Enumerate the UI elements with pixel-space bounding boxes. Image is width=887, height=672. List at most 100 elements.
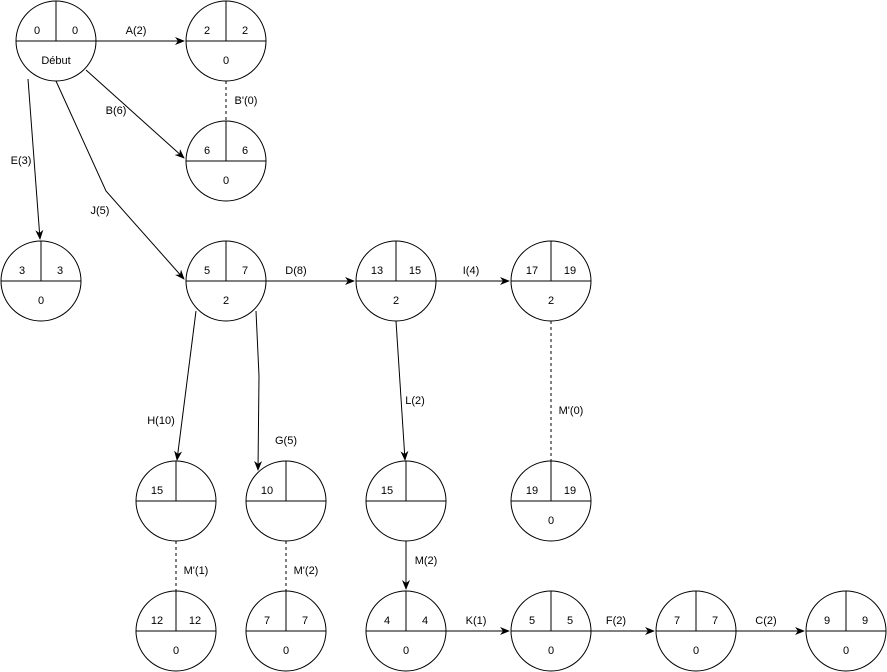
node-slack: 0 [223, 55, 229, 67]
node-early-date: 7 [264, 615, 270, 627]
node-early-date: 12 [151, 615, 163, 627]
node-b: 6 6 0 [185, 120, 267, 202]
node-early-date: 3 [19, 265, 25, 277]
node-early-date: 15 [381, 485, 393, 497]
node-d: 13 15 2 [355, 240, 437, 322]
edge-label: G(5) [275, 435, 297, 447]
node-i: 17 19 2 [510, 240, 592, 322]
edge-mp1: M'(1) [175, 541, 209, 591]
node-early-date: 2 [204, 25, 210, 37]
edge-label: M'(1) [184, 565, 209, 577]
edge-label: A(2) [126, 25, 147, 37]
node-m0: 19 19 0 [510, 460, 592, 542]
edge-e: E(3) [11, 78, 44, 240]
edges-layer: A(2) B(6) B'(0) E(3) J(5) D(8) I(4) H(10) G(5) L(… [11, 25, 805, 635]
edge-arrow [27, 78, 44, 240]
node-early-date: 5 [204, 265, 210, 277]
edge-h: H(10) [147, 310, 197, 461]
edge-label: I(4) [463, 265, 480, 277]
node-late-date: 19 [564, 265, 576, 277]
node-late-date: 9 [862, 615, 868, 627]
node-early-date: 13 [371, 265, 383, 277]
edge-i: I(4) [436, 265, 510, 285]
node-early-date: 0 [34, 25, 40, 37]
node-slack: 0 [843, 645, 849, 657]
edge-mp0: M'(0) [550, 321, 584, 461]
node-l: 15 [365, 460, 447, 542]
edge-c: C(2) [736, 615, 805, 635]
node-j: 5 7 2 [185, 240, 267, 322]
node-slack: 0 [223, 175, 229, 187]
edge-bp: B'(0) [225, 81, 258, 121]
node-late-date: 2 [242, 25, 248, 37]
edge-arrow [254, 310, 263, 471]
edge-label: M'(2) [294, 565, 319, 577]
edge-label: C(2) [755, 615, 776, 627]
edge-l: L(2) [395, 320, 425, 461]
node-late-date: 5 [567, 615, 573, 627]
edge-label: B'(0) [235, 95, 258, 107]
node-late-date: 7 [302, 615, 308, 627]
edge-arrow [174, 310, 197, 461]
node-early-date: 10 [261, 485, 273, 497]
node-early-date: 17 [526, 265, 538, 277]
node-slack: 2 [223, 295, 229, 307]
edge-label: J(5) [91, 205, 110, 217]
edge-label: H(10) [147, 415, 175, 427]
node-e: 3 3 0 [0, 240, 82, 322]
node-early-date: 15 [151, 485, 163, 497]
edge-arrow [55, 80, 185, 280]
node-slack: 0 [38, 295, 44, 307]
node-slack: 0 [403, 645, 409, 657]
node-late-date: 19 [564, 485, 576, 497]
node-slack: 0 [548, 645, 554, 657]
node-late-date: 7 [242, 265, 248, 277]
node-slack: 0 [173, 645, 179, 657]
edge-a: A(2) [96, 25, 185, 45]
edge-label: K(1) [466, 615, 487, 627]
edge-label: M'(0) [559, 405, 584, 417]
node-g: 10 [245, 460, 327, 542]
node-late-date: 0 [72, 25, 78, 37]
edge-mp2: M'(2) [285, 541, 319, 591]
node-k: 5 5 0 [510, 590, 592, 672]
node-slack: 0 [693, 645, 699, 657]
edge-arrow [395, 320, 409, 461]
node-slack: 2 [548, 295, 554, 307]
node-late-date: 6 [242, 145, 248, 157]
edge-m: M(2) [402, 541, 437, 590]
node-c: 9 9 0 [805, 590, 887, 672]
node-early-date: 5 [529, 615, 535, 627]
node-slack: 0 [283, 645, 289, 657]
node-m2: 7 7 0 [245, 590, 327, 672]
edge-f: F(2) [591, 615, 655, 635]
node-early-date: 9 [824, 615, 830, 627]
edge-b: B(6) [85, 69, 185, 159]
edge-label: D(8) [285, 265, 306, 277]
edge-label: E(3) [11, 155, 32, 167]
node-early-date: 6 [204, 145, 210, 157]
node-early-date: 4 [384, 615, 390, 627]
node-late-date: 15 [409, 265, 421, 277]
edge-d: D(8) [266, 265, 355, 285]
node-early-date: 7 [674, 615, 680, 627]
edge-label: L(2) [405, 395, 425, 407]
edge-k: K(1) [446, 615, 510, 635]
node-m: 4 4 0 [365, 590, 447, 672]
edge-label: F(2) [606, 615, 626, 627]
edge-label: B(6) [106, 105, 127, 117]
node-early-date: 19 [526, 485, 538, 497]
edge-j: J(5) [55, 80, 185, 280]
edge-g: G(5) [254, 310, 297, 471]
node-slack: 2 [393, 295, 399, 307]
node-late-date: 4 [422, 615, 428, 627]
edge-arrow [85, 69, 185, 159]
node-late-date: 3 [57, 265, 63, 277]
node-slack: 0 [548, 515, 554, 527]
node-a: 2 2 0 [185, 0, 267, 82]
